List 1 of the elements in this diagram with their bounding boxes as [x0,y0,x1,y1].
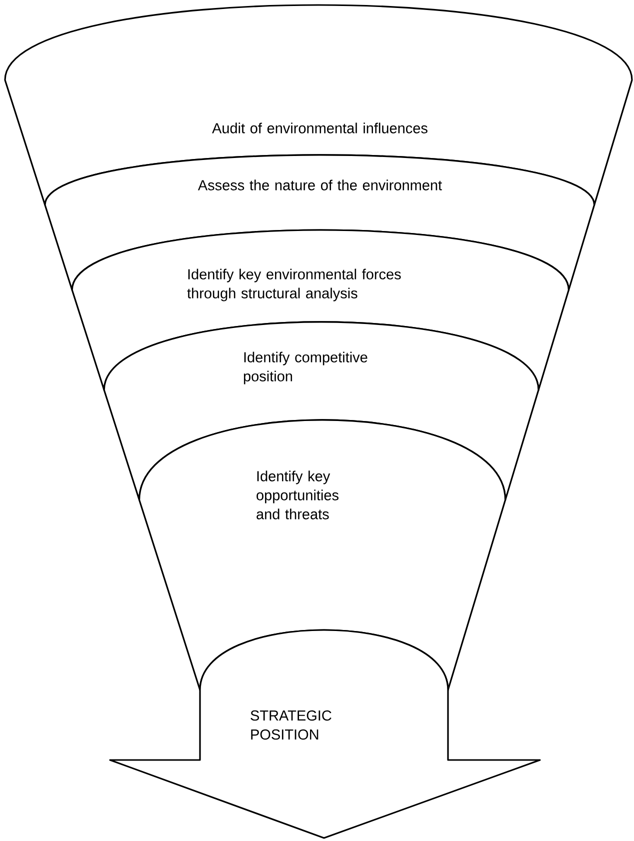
funnel-band: Identify key opportunities and threats [138,419,506,691]
